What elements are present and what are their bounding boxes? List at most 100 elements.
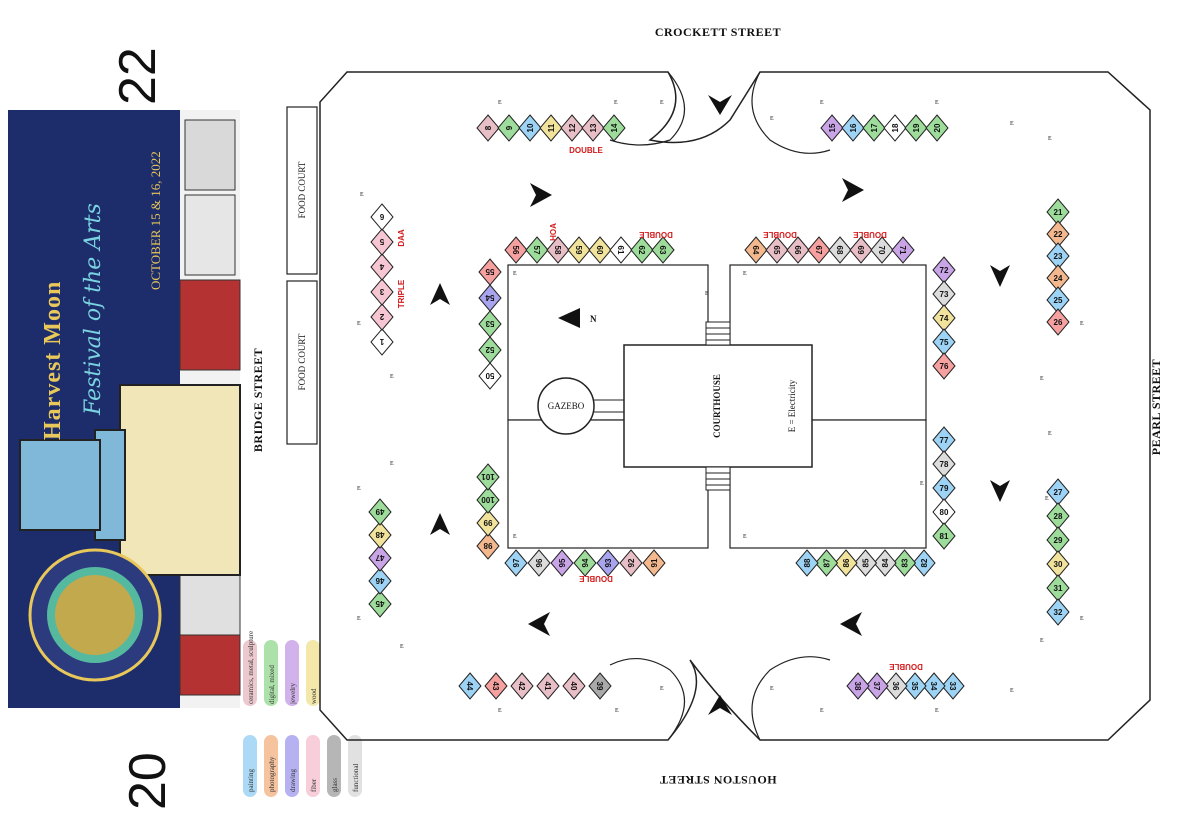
booth-5[interactable]: 5 xyxy=(370,228,394,256)
booth-30[interactable]: 30 xyxy=(1046,550,1070,578)
booth-78[interactable]: 78 xyxy=(932,450,956,478)
booth-55[interactable]: 55 xyxy=(478,258,502,286)
booth-26[interactable]: 26 xyxy=(1046,308,1070,336)
booth-37[interactable]: 37 xyxy=(865,672,889,700)
booth-83[interactable]: 83 xyxy=(892,549,917,577)
booth-84[interactable]: 84 xyxy=(873,549,897,577)
booth-61[interactable]: 61 xyxy=(609,236,633,264)
booth-73[interactable]: 73 xyxy=(932,280,956,308)
booth-92[interactable]: 92 xyxy=(619,549,643,577)
booth-86[interactable]: 86 xyxy=(834,549,858,577)
booth-31[interactable]: 31 xyxy=(1046,574,1070,602)
booth-100[interactable]: 100 xyxy=(476,486,500,514)
booth-52[interactable]: 52 xyxy=(478,336,502,364)
booth-33[interactable]: 33 xyxy=(941,672,965,700)
booth-77[interactable]: 77 xyxy=(932,426,956,454)
booth-69[interactable]: 69 xyxy=(849,236,873,264)
booth-58[interactable]: 58 xyxy=(546,236,570,264)
booth-18[interactable]: 18 xyxy=(883,114,907,142)
booth-62[interactable]: 62 xyxy=(630,236,654,264)
booth-87[interactable]: 87 xyxy=(814,549,839,577)
booth-38[interactable]: 38 xyxy=(846,672,870,700)
booth-11[interactable]: 11 xyxy=(539,114,563,142)
booth-19[interactable]: 19 xyxy=(904,114,928,142)
booth-4[interactable]: 4 xyxy=(370,253,394,281)
booth-12[interactable]: 12 xyxy=(560,114,584,142)
booth-6[interactable]: 6 xyxy=(370,203,394,231)
booth-82[interactable]: 82 xyxy=(912,549,936,577)
booth-44[interactable]: 44 xyxy=(458,672,482,700)
booth-35[interactable]: 35 xyxy=(903,672,927,700)
booth-9[interactable]: 9 xyxy=(497,114,521,142)
booth-85[interactable]: 85 xyxy=(853,549,878,577)
booth-14[interactable]: 14 xyxy=(602,114,626,142)
booth-54[interactable]: 54 xyxy=(478,284,502,312)
booth-63[interactable]: 63 xyxy=(651,236,675,264)
booth-45[interactable]: 45 xyxy=(368,590,392,618)
booth-29[interactable]: 29 xyxy=(1046,526,1070,554)
booth-50[interactable]: 50 xyxy=(478,362,502,390)
booth-59[interactable]: 59 xyxy=(567,236,591,264)
booth-66[interactable]: 66 xyxy=(786,236,810,264)
booth-71[interactable]: 71 xyxy=(891,236,915,264)
legend-swatch xyxy=(306,735,320,797)
booth-65[interactable]: 65 xyxy=(765,236,789,264)
booth-47[interactable]: 47 xyxy=(368,544,392,572)
booth-16[interactable]: 16 xyxy=(841,114,865,142)
booth-74[interactable]: 74 xyxy=(932,304,956,332)
booth-79[interactable]: 79 xyxy=(932,474,956,502)
booth-70[interactable]: 70 xyxy=(870,236,894,264)
booth-76[interactable]: 76 xyxy=(932,352,956,380)
booth-96[interactable]: 96 xyxy=(527,549,551,577)
booth-41[interactable]: 41 xyxy=(536,672,560,700)
booth-20[interactable]: 20 xyxy=(925,114,949,142)
booth-95[interactable]: 95 xyxy=(550,549,574,577)
booth-1[interactable]: 1 xyxy=(370,328,394,356)
booth-56[interactable]: 56 xyxy=(504,236,528,264)
booth-98[interactable]: 98 xyxy=(476,532,500,560)
booth-17[interactable]: 17 xyxy=(862,114,886,142)
booth-67[interactable]: 67 xyxy=(807,236,831,264)
booth-shape xyxy=(846,672,870,700)
booth-57[interactable]: 57 xyxy=(525,236,549,264)
booth-72[interactable]: 72 xyxy=(932,256,956,284)
booth-48[interactable]: 48 xyxy=(368,521,392,549)
booth-88[interactable]: 88 xyxy=(795,549,819,577)
gazebo-label: GAZEBO xyxy=(548,401,585,411)
booth-93[interactable]: 93 xyxy=(596,549,620,577)
booth-39[interactable]: 39 xyxy=(588,672,612,700)
booth-40[interactable]: 40 xyxy=(562,672,586,700)
booth-97[interactable]: 97 xyxy=(504,549,528,577)
booth-91[interactable]: 91 xyxy=(642,549,666,577)
booth-99[interactable]: 99 xyxy=(476,509,500,537)
booth-number: 81 xyxy=(940,532,949,541)
booth-number: 60 xyxy=(595,246,604,255)
booth-8[interactable]: 8 xyxy=(476,114,500,142)
booth-number: 26 xyxy=(1054,318,1063,327)
booth-49[interactable]: 49 xyxy=(368,498,392,526)
booth-28[interactable]: 28 xyxy=(1046,502,1070,530)
booth-2[interactable]: 2 xyxy=(370,303,394,331)
booth-43[interactable]: 43 xyxy=(484,672,508,700)
booth-94[interactable]: 94 xyxy=(573,549,597,577)
booth-46[interactable]: 46 xyxy=(368,567,392,595)
booth-34[interactable]: 34 xyxy=(922,672,946,700)
booth-42[interactable]: 42 xyxy=(510,672,534,700)
booth-75[interactable]: 75 xyxy=(932,328,956,356)
booth-32[interactable]: 32 xyxy=(1046,598,1070,626)
booth-36[interactable]: 36 xyxy=(884,672,908,700)
booth-3[interactable]: 3 xyxy=(370,278,394,306)
booth-80[interactable]: 80 xyxy=(932,498,956,526)
booth-60[interactable]: 60 xyxy=(588,236,612,264)
booth-68[interactable]: 68 xyxy=(828,236,852,264)
booth-27[interactable]: 27 xyxy=(1046,478,1070,506)
booth-64[interactable]: 64 xyxy=(744,236,768,264)
booth-10[interactable]: 10 xyxy=(518,114,542,142)
booth-number: 34 xyxy=(929,682,938,691)
booth-15[interactable]: 15 xyxy=(820,114,844,142)
legend-label: photography xyxy=(268,756,276,792)
booth-101[interactable]: 101 xyxy=(476,463,500,491)
booth-81[interactable]: 81 xyxy=(932,522,956,550)
booth-13[interactable]: 13 xyxy=(581,114,605,142)
booth-53[interactable]: 53 xyxy=(478,310,502,338)
